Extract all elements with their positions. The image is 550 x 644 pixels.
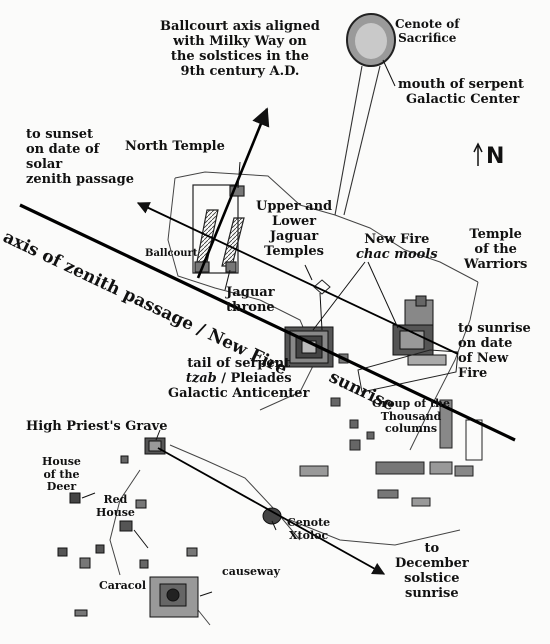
sunset-arrow — [136, 202, 459, 355]
zenith-axis-line — [19, 203, 516, 442]
north-arrow-icon — [473, 142, 483, 166]
high-priests-grave-label: High Priest's Grave — [26, 419, 168, 434]
sacbe-causeway — [334, 65, 381, 216]
jaguar-temples-label: Upper and Lower Jaguar Temples — [256, 199, 333, 259]
house-of-deer-label: House of the Deer — [42, 455, 81, 494]
causeway-label: causeway — [222, 565, 281, 578]
cenote-xtoloc-label: Cenote Xtoloc — [287, 516, 331, 542]
jaguar-throne-label: Jaguar throne — [226, 285, 275, 315]
cenote-of-sacrifice-label: Cenote of Sacrifice — [395, 17, 460, 45]
thousand-columns-shape — [299, 349, 483, 507]
high-priests-grave-shape — [144, 437, 166, 455]
tail-of-serpent-label: tail of serpent tzab / Pleiades Galactic… — [168, 356, 310, 401]
sunrise-new-fire-label: to sunrise on date of New Fire — [458, 321, 531, 381]
north-temple-label: North Temple — [125, 139, 225, 154]
thousand-columns-label: Group of the Thousand columns — [372, 397, 451, 436]
temple-of-warriors-shape — [392, 295, 447, 366]
leader-lines — [81, 59, 399, 597]
december-solstice-label: to December solstice sunrise — [395, 541, 469, 601]
ballcourt-axis-arrow — [196, 107, 270, 279]
great-plaza-outline — [167, 171, 479, 451]
north-label: N — [486, 144, 505, 169]
caracol-shape — [149, 576, 199, 618]
ballcourt-label: Ballcourt — [145, 248, 198, 259]
temple-of-warriors-label: Temple of the Warriors — [464, 227, 528, 272]
caracol-label: Caracol — [99, 579, 147, 592]
southern-ruins — [57, 455, 198, 617]
new-fire-label: New Fire chac mools — [356, 232, 438, 262]
red-house-label: Red House — [96, 493, 135, 519]
december-solstice-arrow — [157, 447, 386, 575]
ballcourt-axis-label: Ballcourt axis aligned with Milky Way on… — [160, 19, 320, 79]
sunset-label: to sunset on date of solar zenith passag… — [26, 127, 134, 187]
mouth-of-serpent-label: mouth of serpent Galactic Center — [398, 77, 524, 107]
